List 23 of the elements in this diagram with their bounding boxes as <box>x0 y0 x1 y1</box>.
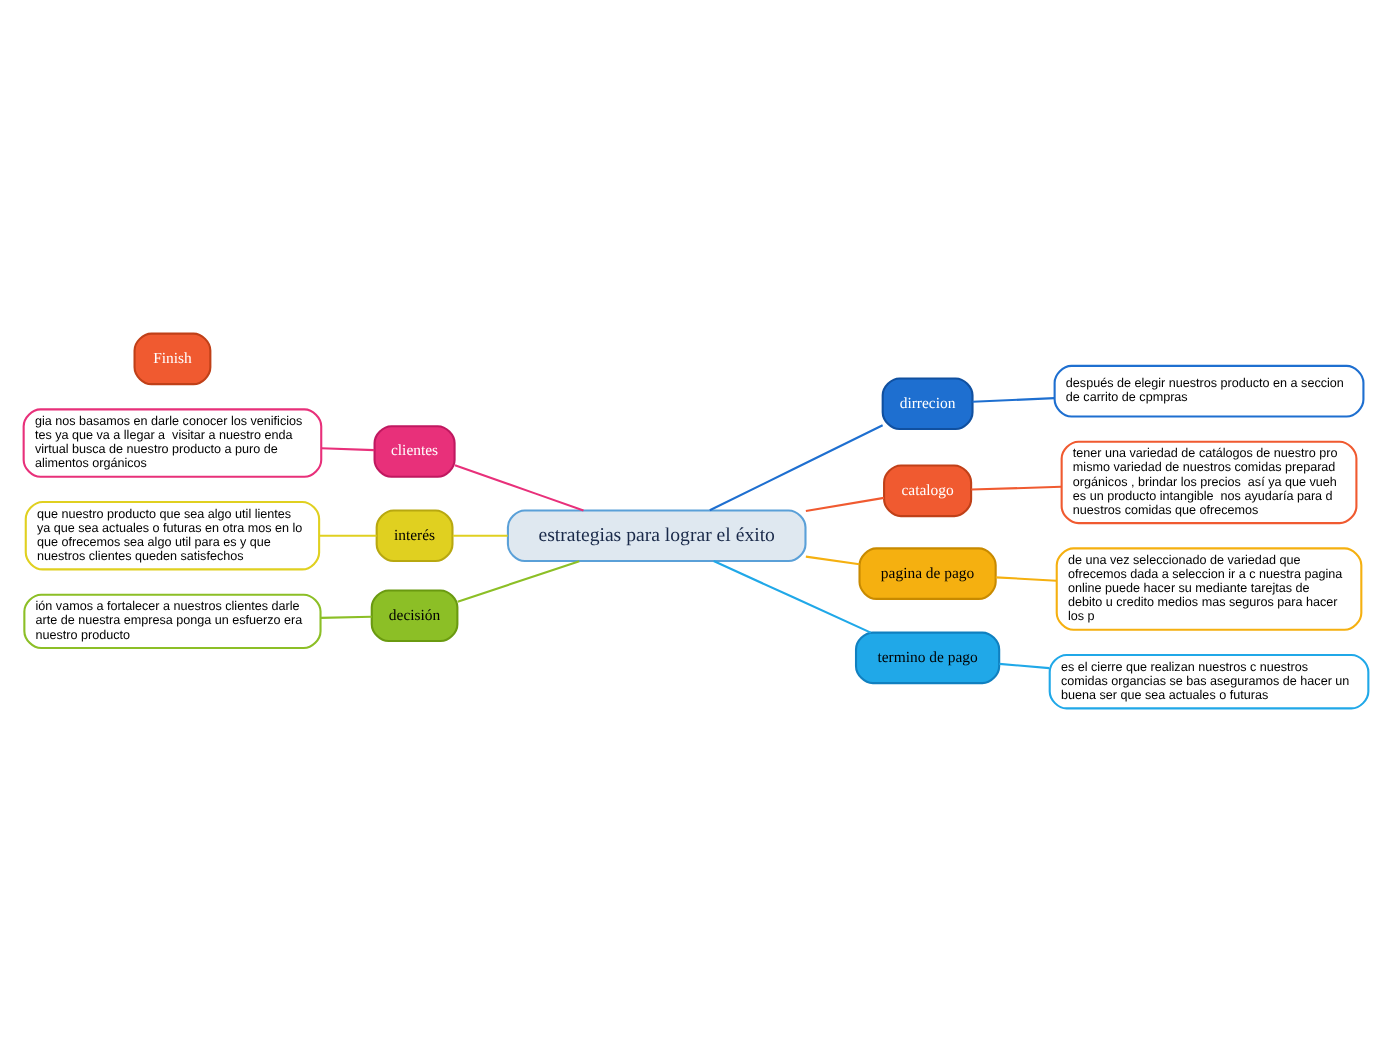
connector <box>995 575 1057 581</box>
connector <box>321 446 375 451</box>
node-box: pagina de pago <box>858 546 997 599</box>
node-box: clientes <box>373 424 456 477</box>
connector <box>805 554 860 565</box>
node-box: termino de pago <box>854 630 1001 684</box>
connector <box>457 559 580 602</box>
node-box: estrategias para lograr el éxito <box>506 508 807 562</box>
node-box: interés <box>375 508 454 562</box>
connector <box>972 396 1055 402</box>
node-box: catalogo <box>883 463 973 517</box>
connector <box>454 463 584 511</box>
connector <box>319 533 377 536</box>
node-box: dirrecion <box>881 376 974 430</box>
connector <box>709 423 884 511</box>
node-box: decisión <box>370 588 459 642</box>
node-box: Finish <box>133 331 212 385</box>
connector <box>452 533 508 536</box>
connector <box>971 484 1062 490</box>
connector <box>999 661 1050 669</box>
connector <box>320 614 372 618</box>
connector <box>805 495 885 512</box>
connector <box>713 559 872 633</box>
